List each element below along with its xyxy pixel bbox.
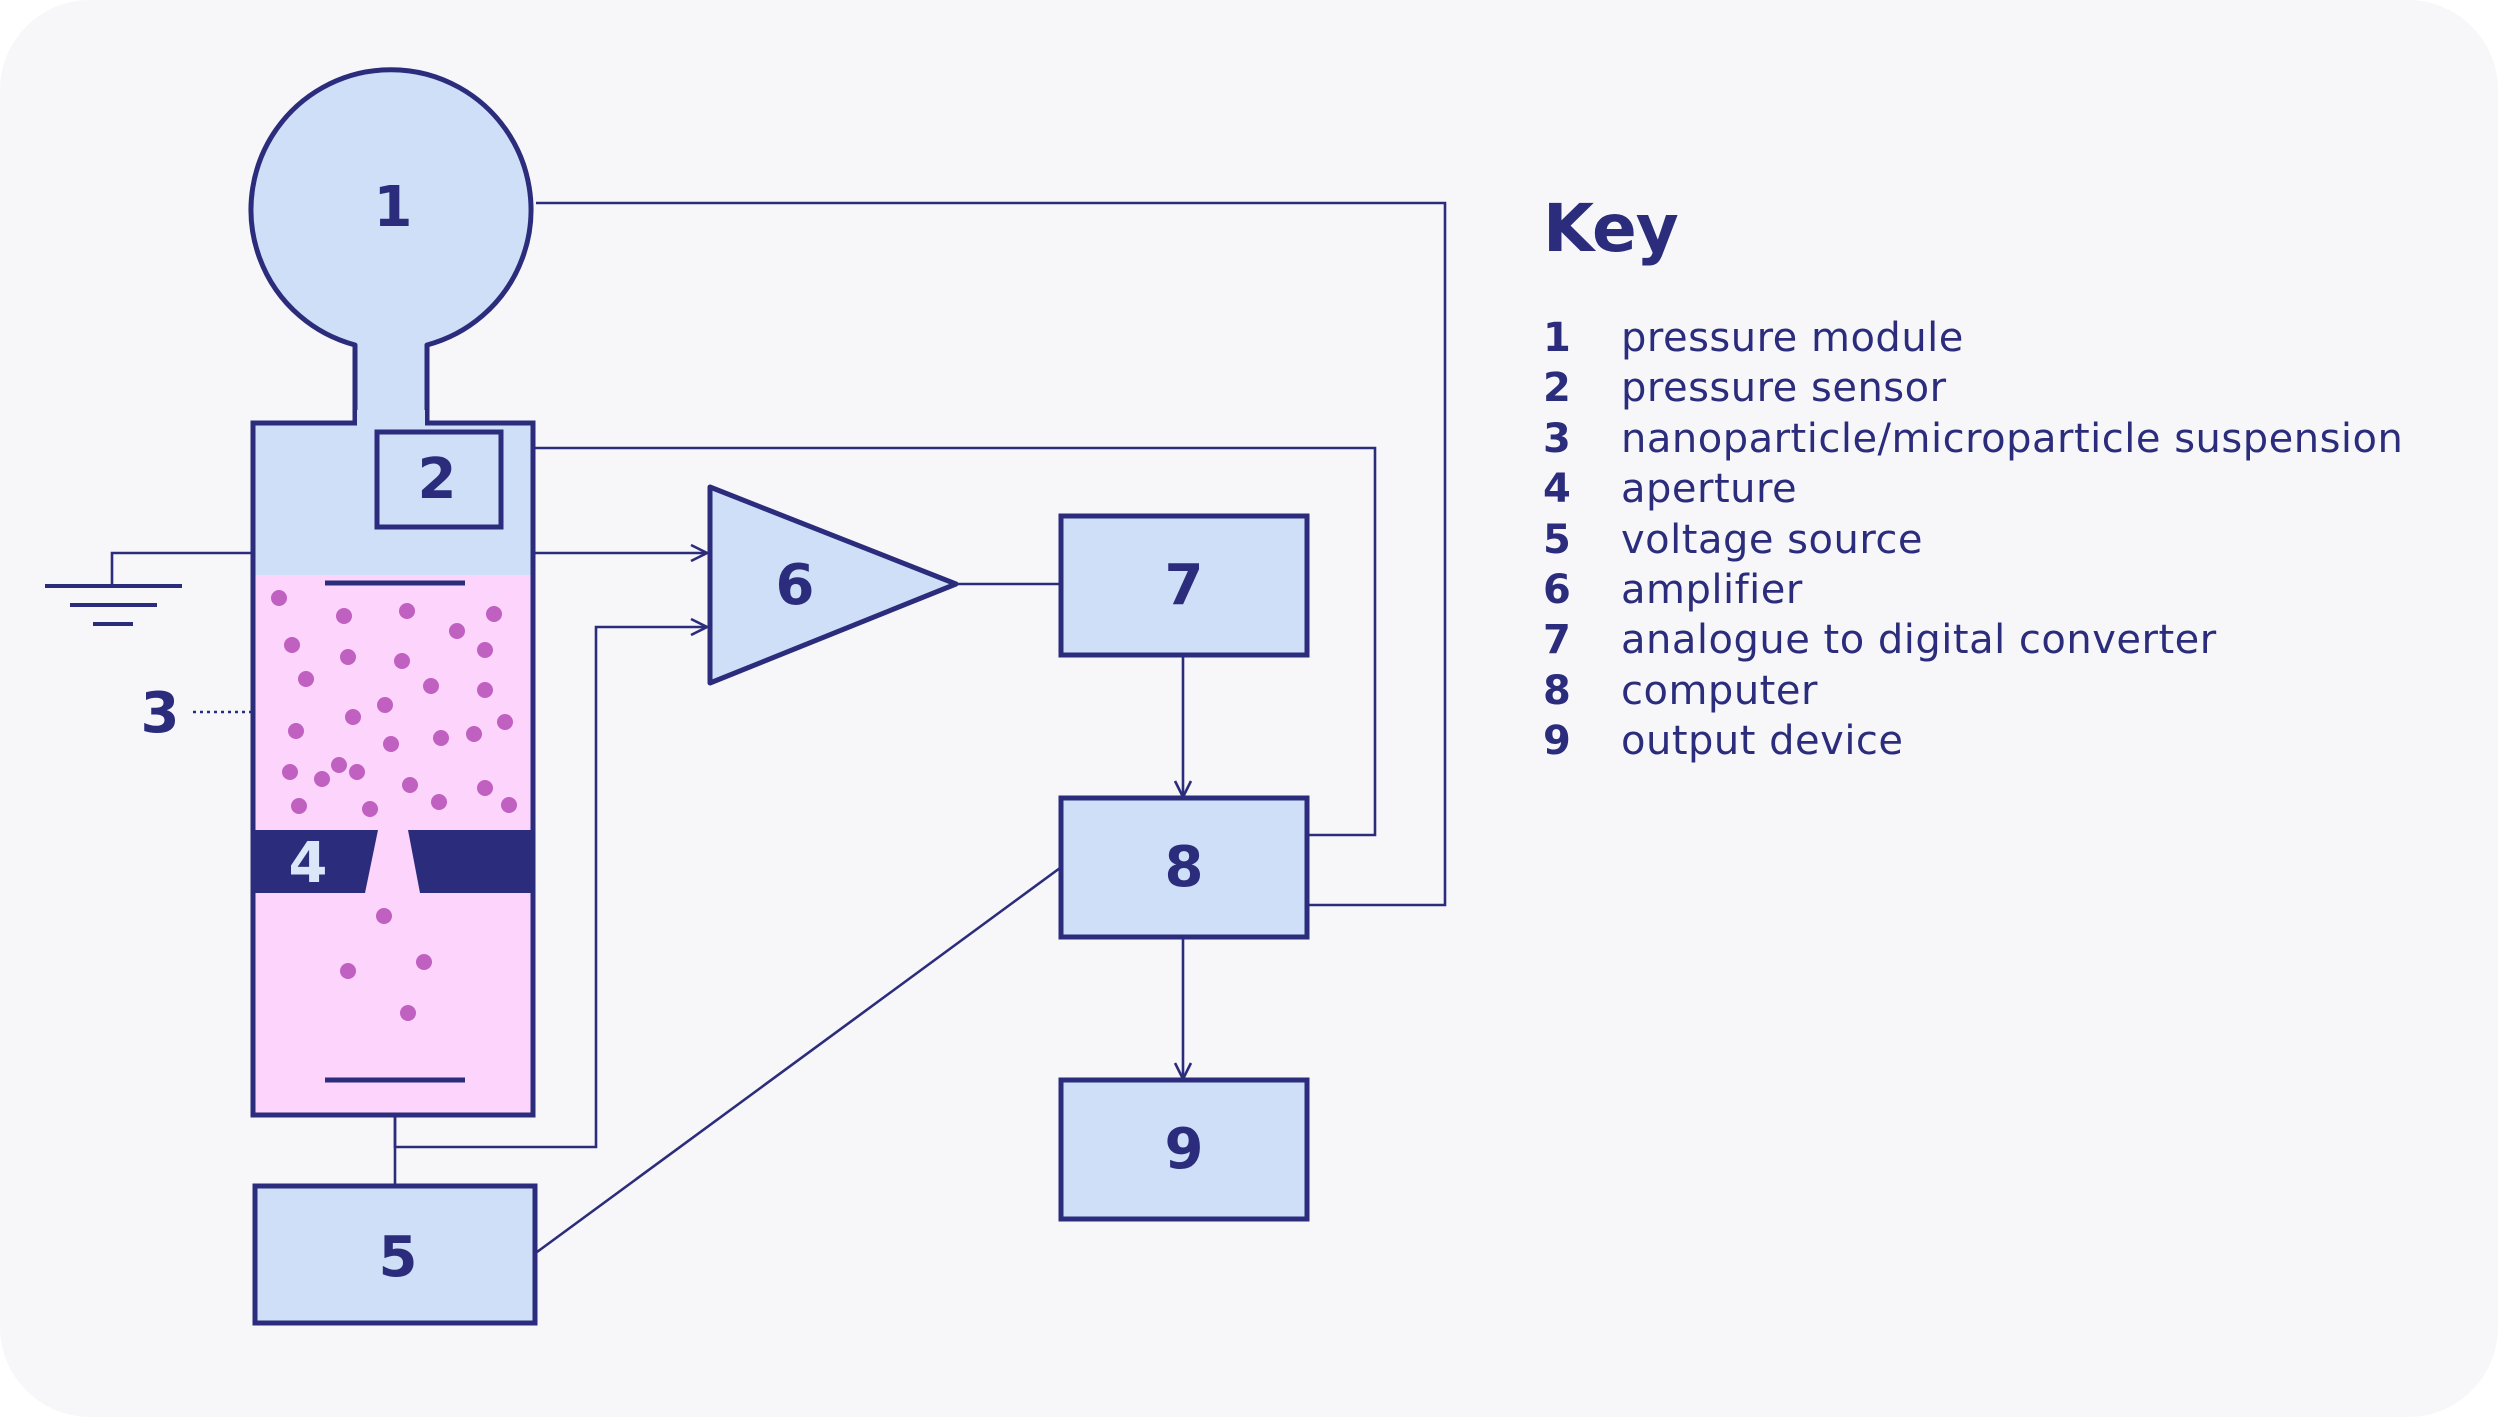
analogue-to-digital-converter (1058, 513, 1310, 658)
particles (271, 590, 517, 1021)
label-9: 9 (1165, 1117, 1204, 1182)
key-item: 4 aperture (1543, 466, 2403, 516)
key-item-label: pressure sensor (1621, 365, 1947, 412)
key-item: 1 pressure module (1543, 315, 2403, 365)
key-item: 9 output device (1543, 718, 2403, 768)
pressure-sensor (374, 429, 504, 530)
key-item-number: 9 (1543, 718, 1571, 765)
key-item-label: voltage source (1621, 516, 1923, 563)
amplifier (707, 484, 959, 686)
key-item: 5 voltage source (1543, 517, 2403, 567)
label-4: 4 (289, 831, 328, 896)
key-legend: Key 1 pressure module 2 pressure sensor … (1543, 190, 2403, 769)
key-item-number: 4 (1543, 466, 1571, 513)
key-item-number: 3 (1543, 415, 1571, 462)
wire-pressure-module-to-computer (536, 201, 1447, 907)
key-item-number: 7 (1543, 617, 1571, 664)
label-7: 7 (1165, 553, 1204, 618)
key-title: Key (1543, 190, 1679, 267)
label-1: 1 (374, 175, 413, 240)
key-item: 2 pressure sensor (1543, 365, 2403, 415)
ground-icon (45, 584, 182, 626)
key-item-label: output device (1621, 718, 1904, 765)
key-item: 6 amplifier (1543, 567, 2403, 617)
aperture (253, 830, 533, 893)
label-2: 2 (418, 447, 457, 512)
label-3: 3 (141, 681, 180, 746)
label-8: 8 (1165, 835, 1204, 900)
key-item-label: pressure module (1621, 315, 1964, 361)
pressure-module (248, 67, 534, 423)
output-device (1058, 1077, 1310, 1222)
key-item-number: 1 (1543, 315, 1571, 361)
key-item: 7 analogue to digital converter (1543, 617, 2403, 667)
wire-pressure-sensor-to-computer (503, 446, 1377, 837)
wire-voltage-source-to-computer (536, 866, 1061, 1254)
key-item-number: 2 (1543, 365, 1571, 412)
label-6: 6 (776, 553, 815, 618)
key-item-label: aperture (1621, 466, 1798, 513)
key-item-label: nanoparticle/microparticle suspension (1621, 415, 2404, 462)
key-item-label: amplifier (1621, 566, 1803, 613)
key-item: 3 nanoparticle/microparticle suspension (1543, 416, 2403, 466)
key-item: 8 computer (1543, 668, 2403, 718)
key-item-number: 5 (1543, 516, 1571, 563)
key-item-number: 8 (1543, 667, 1571, 714)
label-5: 5 (379, 1225, 418, 1290)
key-item-label: computer (1621, 667, 1818, 714)
computer (1058, 795, 1310, 940)
key-item-label: analogue to digital converter (1621, 617, 2217, 664)
voltage-source (252, 1183, 538, 1326)
key-item-number: 6 (1543, 566, 1571, 613)
